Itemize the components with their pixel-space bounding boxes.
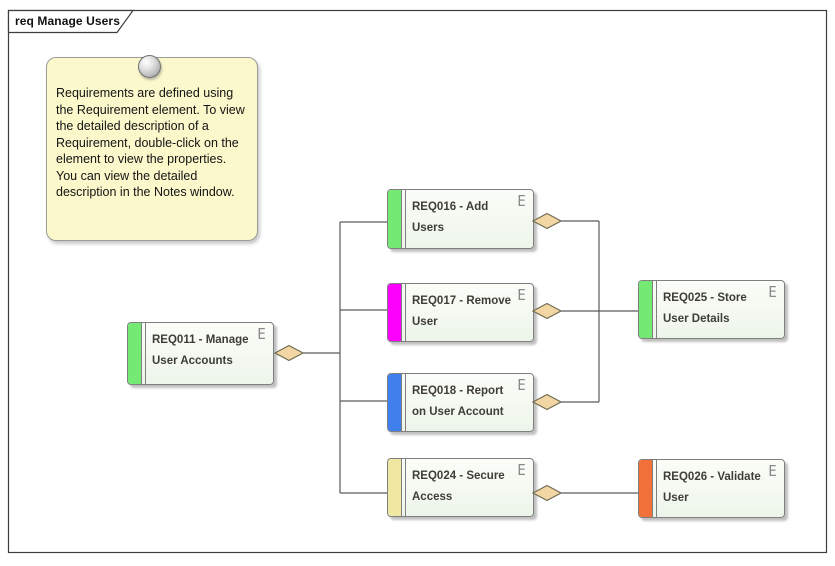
- aggregation-diamond-req017[interactable]: [531, 302, 563, 320]
- status-bar: [639, 460, 653, 517]
- bar-separator: [656, 460, 657, 517]
- bar-separator: [656, 281, 657, 338]
- external-requirement-icon: E: [517, 461, 526, 479]
- aggregation-diamond-req011[interactable]: [273, 344, 305, 362]
- status-bar: [388, 284, 402, 341]
- aggregation-diamond-req018[interactable]: [531, 393, 563, 411]
- note-element[interactable]: Requirements are defined using the Requi…: [46, 55, 258, 241]
- external-requirement-icon: E: [517, 286, 526, 304]
- bar-separator: [405, 190, 406, 248]
- status-bar: [388, 459, 402, 516]
- bar-separator: [405, 284, 406, 341]
- external-requirement-icon: E: [257, 325, 266, 343]
- aggregation-diamond-req016[interactable]: [531, 212, 563, 230]
- external-requirement-icon: E: [517, 376, 526, 394]
- bar-separator: [405, 459, 406, 516]
- external-requirement-icon: E: [768, 283, 777, 301]
- status-bar: [388, 374, 402, 431]
- status-bar: [128, 323, 142, 384]
- external-requirement-icon: E: [517, 192, 526, 210]
- pin-icon: [138, 55, 161, 78]
- bar-separator: [145, 323, 146, 384]
- bar-separator: [405, 374, 406, 431]
- external-requirement-icon: E: [768, 462, 777, 480]
- aggregation-diamond-req024[interactable]: [531, 484, 563, 502]
- status-bar: [639, 281, 653, 338]
- status-bar: [388, 190, 402, 248]
- frame-label: req Manage Users: [15, 14, 120, 28]
- note-text: Requirements are defined using the Requi…: [56, 86, 245, 199]
